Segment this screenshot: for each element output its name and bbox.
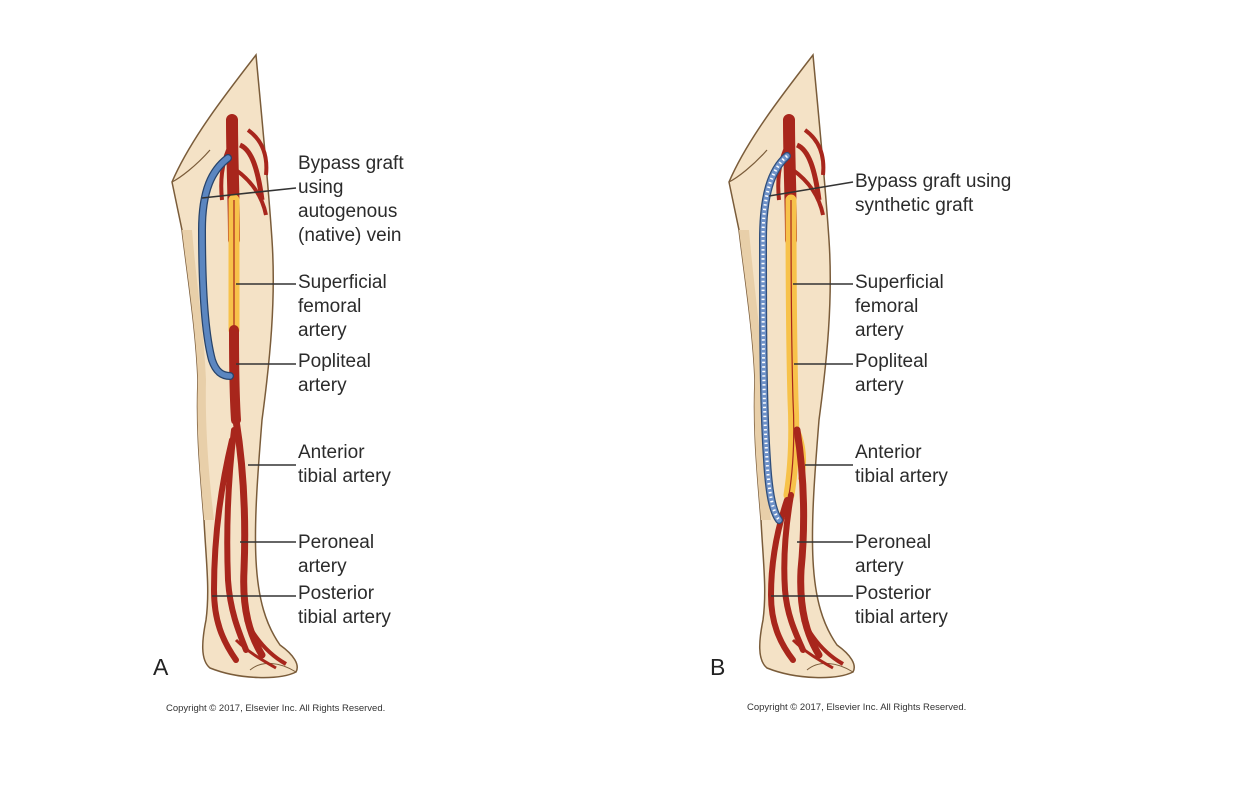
label-posterior-tibial-artery: Posterior tibial artery bbox=[855, 582, 948, 630]
leg-illustration-b bbox=[557, 0, 1117, 794]
label-superficial-femoral-artery: Superficial femoral artery bbox=[298, 271, 387, 343]
label-peroneal-artery: Peroneal artery bbox=[298, 531, 374, 579]
copyright-notice: Copyright © 2017, Elsevier Inc. All Righ… bbox=[166, 703, 385, 714]
label-posterior-tibial-artery: Posterior tibial artery bbox=[298, 582, 391, 630]
figure-b: Bypass graft using synthetic graft Super… bbox=[557, 0, 1117, 794]
popliteal-artery bbox=[234, 330, 236, 420]
figure-letter: B bbox=[710, 654, 725, 681]
label-anterior-tibial-artery: Anterior tibial artery bbox=[855, 441, 948, 489]
label-anterior-tibial-artery: Anterior tibial artery bbox=[298, 441, 391, 489]
leg-illustration-a bbox=[0, 0, 560, 794]
label-popliteal-artery: Popliteal artery bbox=[855, 350, 928, 398]
label-bypass-graft-vein: Bypass graft using autogenous (native) v… bbox=[298, 152, 404, 248]
figure-letter: A bbox=[153, 654, 168, 681]
label-bypass-graft-synthetic: Bypass graft using synthetic graft bbox=[855, 170, 1011, 218]
figure-a: Bypass graft using autogenous (native) v… bbox=[0, 0, 560, 794]
label-popliteal-artery: Popliteal artery bbox=[298, 350, 371, 398]
label-superficial-femoral-artery: Superficial femoral artery bbox=[855, 271, 944, 343]
copyright-notice: Copyright © 2017, Elsevier Inc. All Righ… bbox=[747, 702, 966, 713]
label-peroneal-artery: Peroneal artery bbox=[855, 531, 931, 579]
